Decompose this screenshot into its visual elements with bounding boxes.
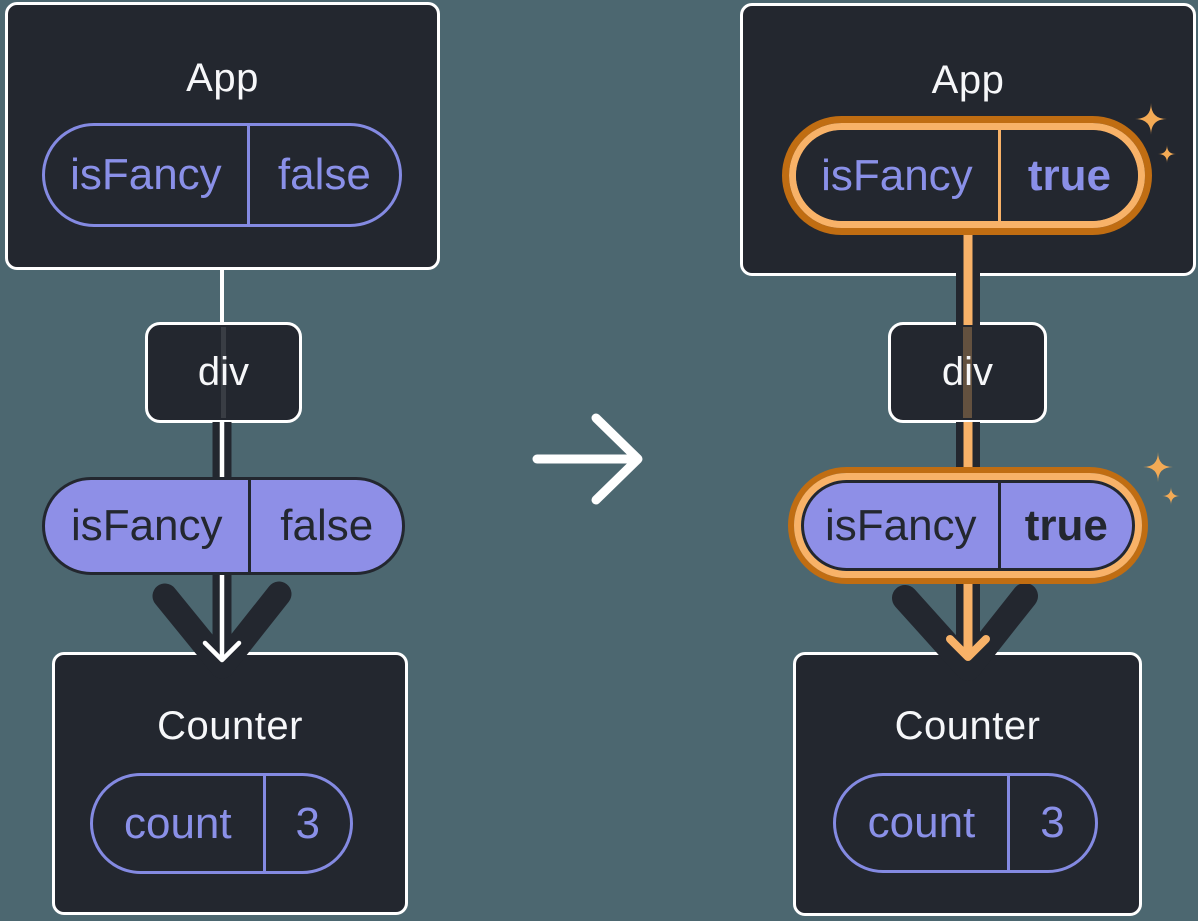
prop-flow-ghost-line — [221, 327, 226, 418]
div-label: div — [197, 350, 250, 394]
state-key: count — [867, 798, 976, 847]
counter-title: Counter — [157, 704, 303, 748]
passed-prop-pill-before: isFancy false — [42, 477, 405, 575]
counter-title: Counter — [894, 704, 1041, 748]
app-title: App — [931, 58, 1005, 102]
state-key: count — [123, 798, 232, 848]
passed-prop-pill-after: isFancy true — [801, 480, 1135, 571]
state-value: 3 — [1006, 776, 1095, 870]
passed-prop-pill-after-highlight-ring: isFancy true — [788, 467, 1148, 584]
div-box-before: div — [145, 322, 302, 423]
prop-value: false — [246, 126, 399, 224]
prop-pill-app-after: isFancy true — [796, 130, 1138, 221]
prop-key: isFancy — [70, 501, 223, 550]
div-box-after: div — [888, 322, 1047, 423]
prop-pill-app-after-highlight-ring: isFancy true — [782, 116, 1152, 235]
prop-value: true — [997, 130, 1138, 221]
prop-flow-ghost-line — [963, 327, 972, 418]
div-label: div — [941, 350, 994, 394]
prop-pill-app-before: isFancy false — [42, 123, 402, 227]
app-title: App — [186, 56, 259, 100]
prop-key: isFancy — [70, 150, 222, 199]
prop-key: isFancy — [821, 150, 973, 200]
state-value: 3 — [262, 776, 350, 871]
prop-key: isFancy — [824, 500, 977, 550]
state-pill-before: count 3 — [90, 773, 353, 874]
state-pill-after: count 3 — [833, 773, 1098, 873]
prop-value: false — [248, 480, 402, 572]
prop-value: true — [997, 483, 1132, 568]
